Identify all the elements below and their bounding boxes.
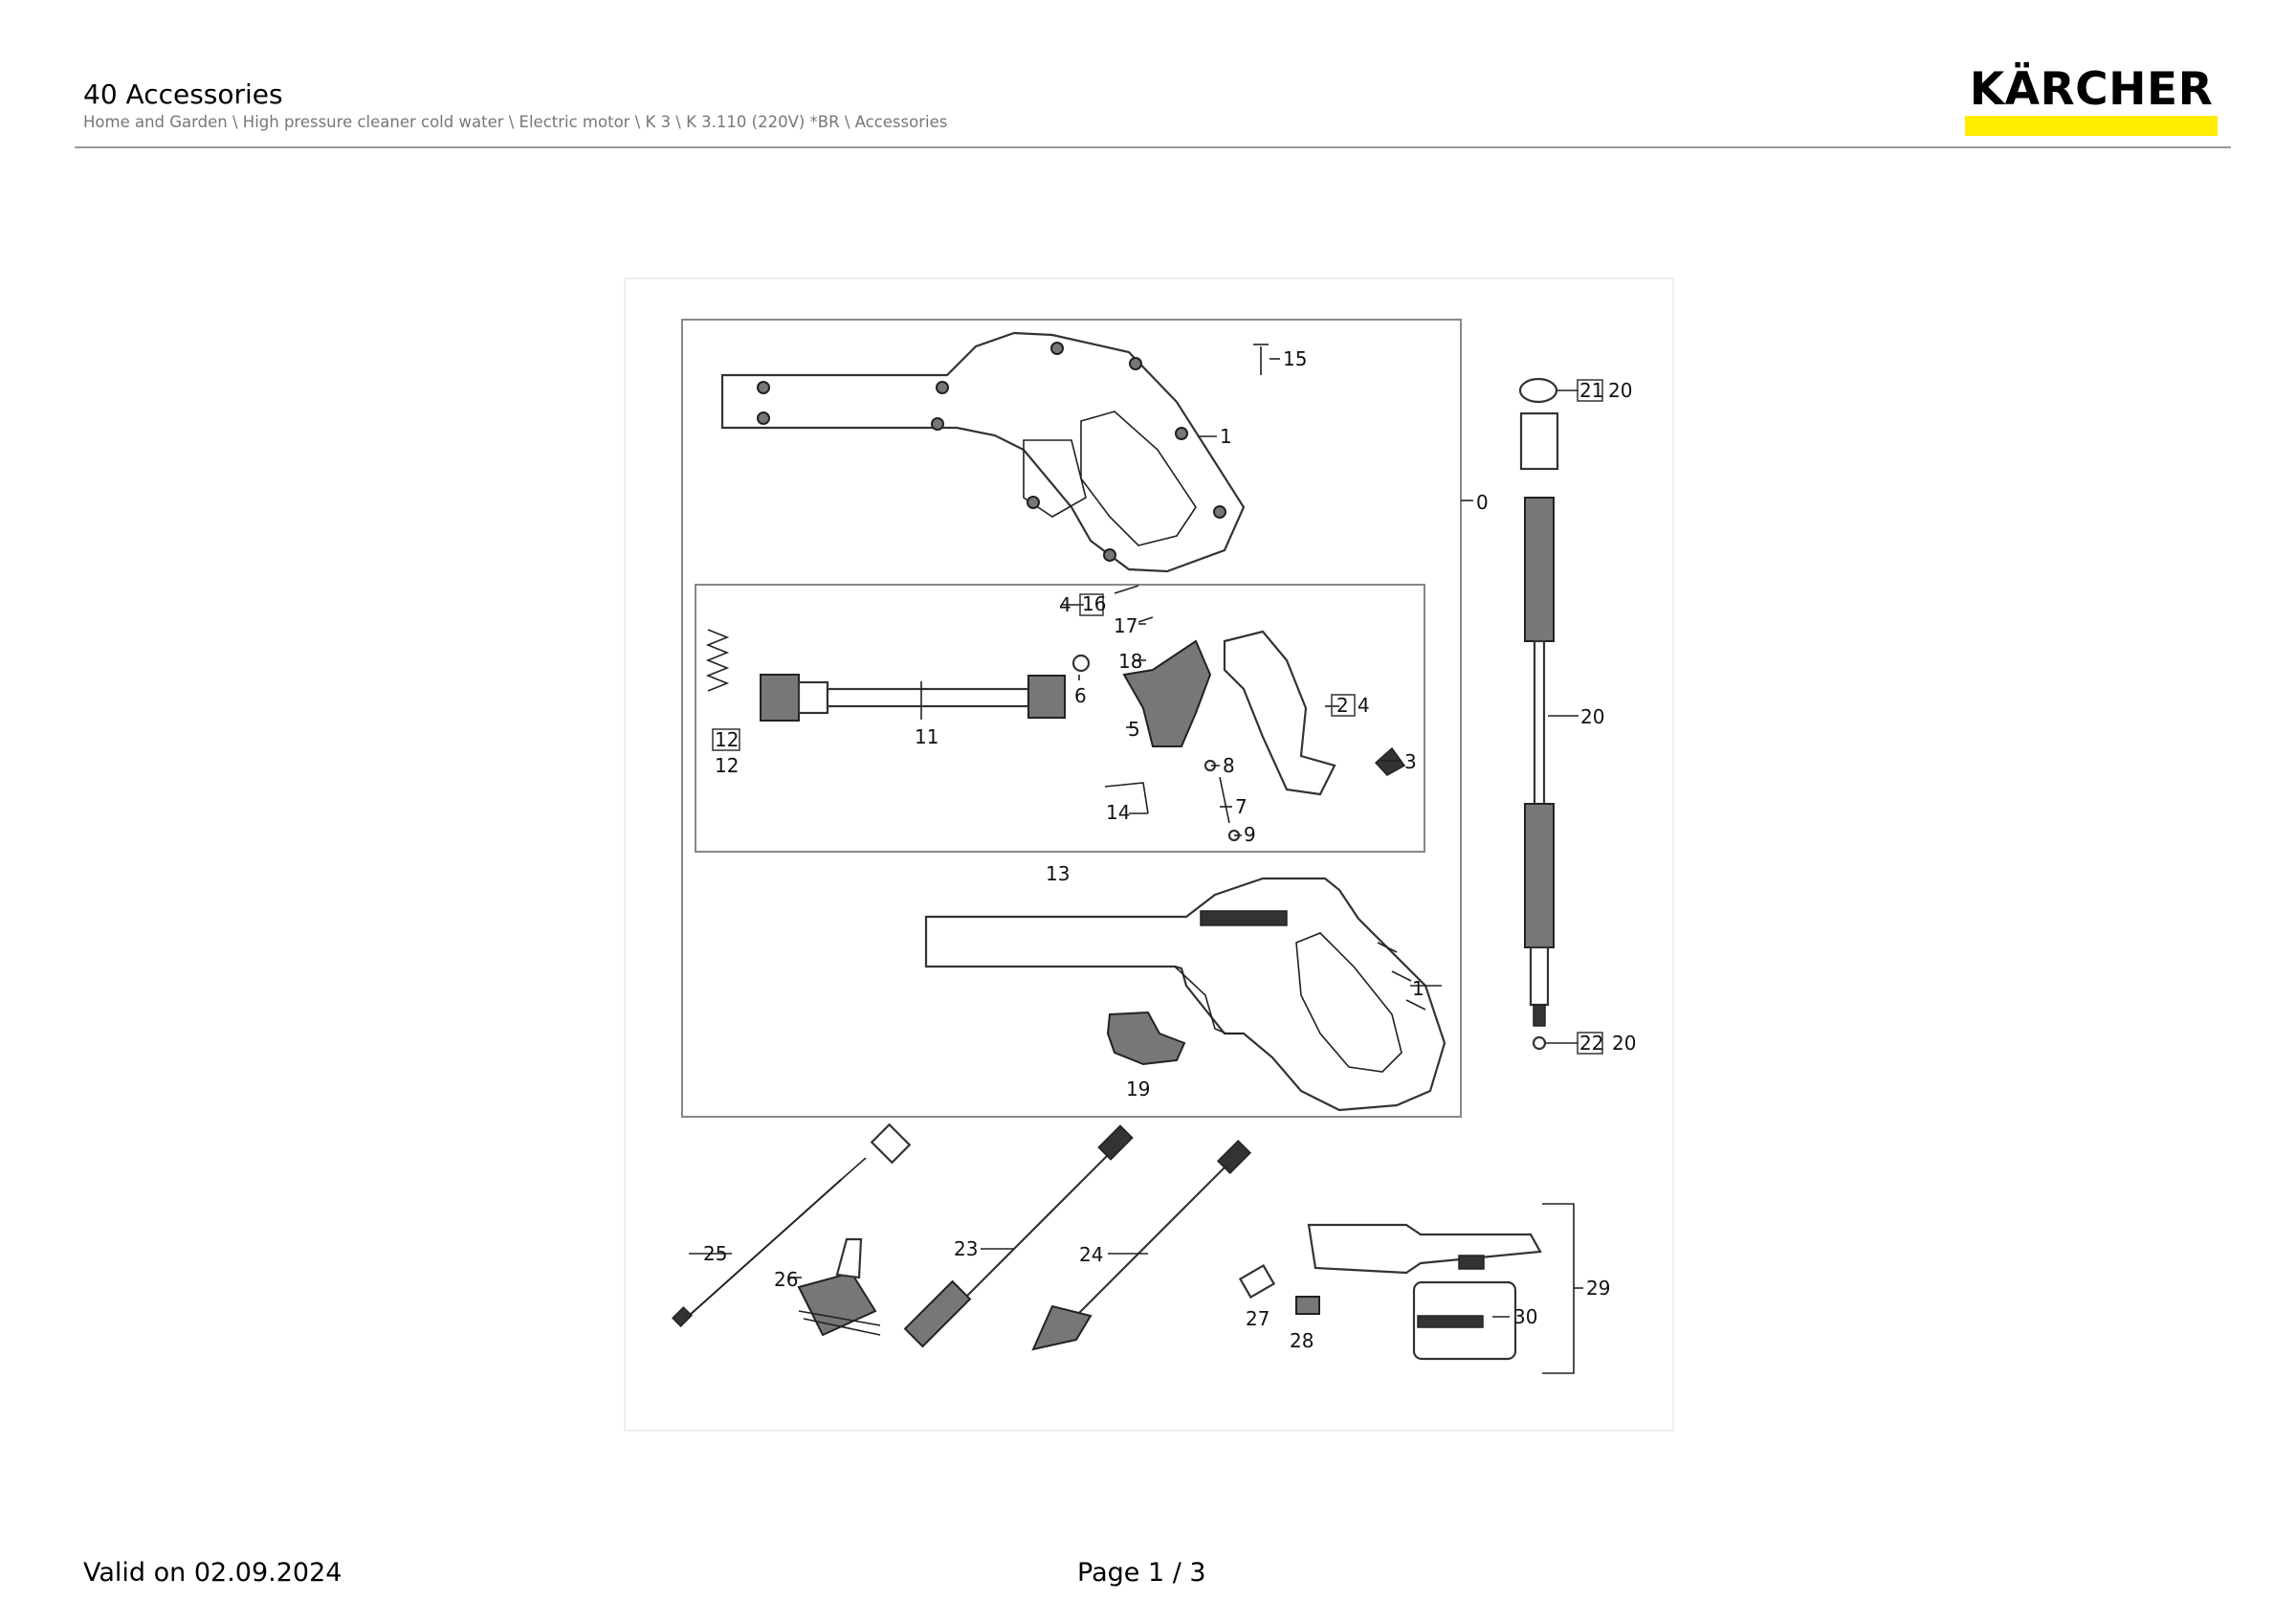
valve-tube (760, 674, 1066, 722)
callout-6: 6 (1074, 684, 1087, 707)
callout-3: 3 (1404, 750, 1417, 773)
callout-4: 4 (1059, 593, 1071, 616)
callout-box (1331, 694, 1356, 717)
callout-26: 26 (774, 1268, 798, 1291)
karcher-logo: KÄRCHER (1965, 65, 2218, 138)
rotating-wash-brush (797, 1237, 881, 1337)
breadcrumb[interactable]: Home and Garden \ High pressure cleaner … (83, 113, 948, 131)
callout-29: 29 (1586, 1277, 1610, 1300)
valid-date: Valid on 02.09.2024 (83, 1558, 342, 1588)
callout-17: 17 (1114, 614, 1137, 637)
screw (1253, 344, 1269, 375)
callout-24: 24 (1079, 1243, 1103, 1266)
callout-19: 19 (1126, 1078, 1150, 1101)
callout-12: 12 (715, 754, 739, 777)
callout-7: 7 (1235, 795, 1247, 818)
callout-27: 27 (1246, 1307, 1269, 1330)
page-number: Page 1 / 3 (1077, 1558, 1206, 1588)
logo-yellow-bar (1965, 116, 2218, 136)
foam-nozzle (1307, 1223, 1542, 1275)
callout-21: 21 (1579, 379, 1603, 402)
callout-28: 28 (1290, 1329, 1314, 1352)
callout-box (1577, 379, 1603, 402)
logo-wordmark: KÄRCHER (1969, 63, 2214, 116)
page-title: 40 Accessories (83, 78, 283, 110)
callout-9: 9 (1244, 823, 1256, 846)
callout-22: 22 (1579, 1032, 1603, 1055)
callout-18: 18 (1118, 650, 1142, 673)
callout-20: 20 (1612, 1032, 1636, 1055)
callout-1: 1 (1412, 977, 1424, 1000)
quick-connector (1106, 1011, 1186, 1066)
callout-12: 12 (715, 728, 739, 751)
header-divider (75, 146, 2231, 148)
callout-0: 0 (1476, 491, 1489, 514)
callout-4: 4 (1358, 694, 1370, 717)
callout-15: 15 (1283, 347, 1307, 370)
callout-1: 1 (1220, 425, 1232, 448)
callout-5: 5 (1128, 718, 1140, 741)
dirt-blaster (1031, 1139, 1252, 1351)
callout-14: 14 (1106, 801, 1130, 824)
callout-box (1079, 593, 1104, 616)
callout-23: 23 (954, 1237, 978, 1260)
callout-16: 16 (1082, 592, 1106, 615)
spray-gun-complete (924, 877, 1446, 1112)
gun-housing-half (720, 331, 1246, 573)
callout-20: 20 (1608, 379, 1632, 402)
valve-assembly-box (695, 584, 1425, 853)
callout-box (1577, 1032, 1603, 1055)
callout-2: 2 (1336, 694, 1349, 717)
callout-25: 25 (703, 1242, 727, 1265)
callout-30: 30 (1513, 1305, 1537, 1328)
vario-power-jet (903, 1124, 1134, 1348)
spray-lance (1518, 377, 1559, 1051)
exploded-parts-diagram: 15 1 0 21 20 20 22 20 4 16 17 18 6 2 4 5… (624, 278, 1674, 1432)
callout-8: 8 (1223, 754, 1235, 777)
callout-13: 13 (1046, 862, 1070, 885)
spring (705, 629, 730, 692)
hose-extension (672, 1123, 912, 1327)
foam-jet-adapter (1238, 1263, 1320, 1315)
spray-gun-assembly-box (681, 319, 1462, 1118)
callout-20: 20 (1580, 705, 1604, 728)
callout-11: 11 (915, 725, 938, 748)
callout-box (712, 728, 740, 751)
trigger-lever (1223, 630, 1336, 796)
valve-body (1071, 585, 1406, 842)
detergent-bottle (1412, 1280, 1517, 1361)
